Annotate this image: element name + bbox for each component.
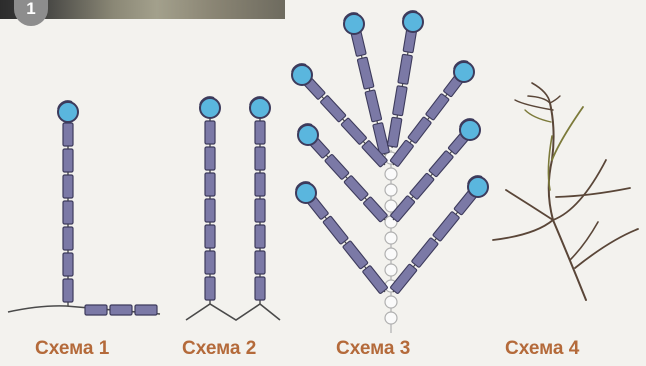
clear-bead — [384, 199, 398, 213]
bugle-bead — [389, 139, 414, 167]
bugle-bead — [254, 120, 266, 145]
bugle-bead — [254, 198, 266, 223]
bugle-bead — [386, 116, 403, 148]
step-number-badge: 1 — [14, 0, 48, 26]
scheme-3-clear-beads — [384, 151, 398, 325]
bugle-bead — [254, 224, 266, 249]
caption-scheme-3: Схема 3 — [336, 338, 411, 359]
top-bead — [199, 96, 221, 119]
bugle-bead — [204, 276, 216, 301]
top-bead — [343, 12, 365, 35]
bugle-bead — [62, 148, 74, 173]
scheme-4-twig — [492, 82, 639, 301]
top-bead — [291, 63, 313, 86]
bugle-bead — [343, 175, 369, 201]
bugle-bead — [134, 304, 158, 316]
clear-bead — [384, 231, 398, 245]
top-bead — [453, 60, 475, 83]
bugle-bead — [364, 89, 383, 123]
bugle-bead — [84, 304, 108, 316]
caption-scheme-1: Схема 1 — [35, 338, 110, 359]
bugle-bead — [425, 93, 450, 121]
clear-bead — [384, 247, 398, 261]
bugle-bead — [390, 263, 418, 294]
scheme-2-beads — [199, 96, 271, 304]
clear-bead — [384, 167, 398, 181]
bugle-bead — [320, 95, 347, 123]
bugle-bead — [409, 172, 435, 200]
top-bead — [459, 118, 481, 141]
bugle-bead — [204, 146, 216, 171]
clear-bead — [384, 183, 398, 197]
bugle-bead — [372, 122, 390, 155]
clear-bead — [384, 263, 398, 277]
bugle-bead — [62, 252, 74, 277]
bugle-bead — [254, 172, 266, 197]
bugle-bead — [62, 174, 74, 199]
bugle-bead — [342, 240, 369, 270]
top-bead — [402, 10, 424, 33]
scheme-2-drawing — [185, 96, 281, 321]
top-bead — [57, 100, 79, 123]
clear-bead — [384, 295, 398, 309]
bugle-bead — [204, 120, 216, 145]
bugle-bead — [62, 122, 74, 147]
bugle-bead — [340, 117, 367, 145]
clear-bead — [384, 311, 398, 325]
scheme-1-drawing — [7, 100, 161, 316]
caption-scheme-4: Схема 4 — [505, 338, 580, 359]
bugle-bead — [397, 53, 413, 85]
bugle-bead — [62, 200, 74, 225]
bugle-bead — [362, 265, 388, 294]
bugle-bead — [204, 224, 216, 249]
caption-scheme-2: Схема 2 — [182, 338, 257, 359]
bugle-bead — [356, 56, 375, 90]
bugle-bead — [407, 116, 432, 144]
bugle-bead — [432, 211, 460, 242]
scheme-3-branches — [291, 10, 489, 294]
photo-strip — [0, 0, 285, 19]
bugle-bead — [363, 196, 388, 223]
bugle-bead — [204, 250, 216, 275]
bugle-bead — [254, 250, 266, 275]
scheme-2-wire — [185, 303, 281, 321]
bugle-bead — [428, 150, 454, 178]
bugle-bead — [392, 85, 408, 117]
bugle-bead — [324, 154, 350, 180]
scheme-1-beads — [57, 100, 158, 316]
top-bead — [249, 96, 271, 119]
bugle-bead — [109, 304, 133, 316]
bugle-bead — [204, 198, 216, 223]
bugle-bead — [390, 195, 416, 223]
top-bead — [295, 181, 317, 204]
bugle-bead — [411, 237, 439, 268]
scheme-3-drawing — [291, 10, 489, 333]
bugle-bead — [62, 226, 74, 251]
top-bead — [297, 123, 319, 146]
top-bead — [467, 175, 489, 198]
bugle-bead — [254, 146, 266, 171]
bugle-bead — [254, 276, 266, 301]
scheme-1-wire — [7, 305, 161, 315]
bugle-bead — [204, 172, 216, 197]
bugle-bead — [322, 215, 349, 245]
bugle-bead — [62, 278, 74, 303]
bugle-bead — [361, 140, 388, 168]
